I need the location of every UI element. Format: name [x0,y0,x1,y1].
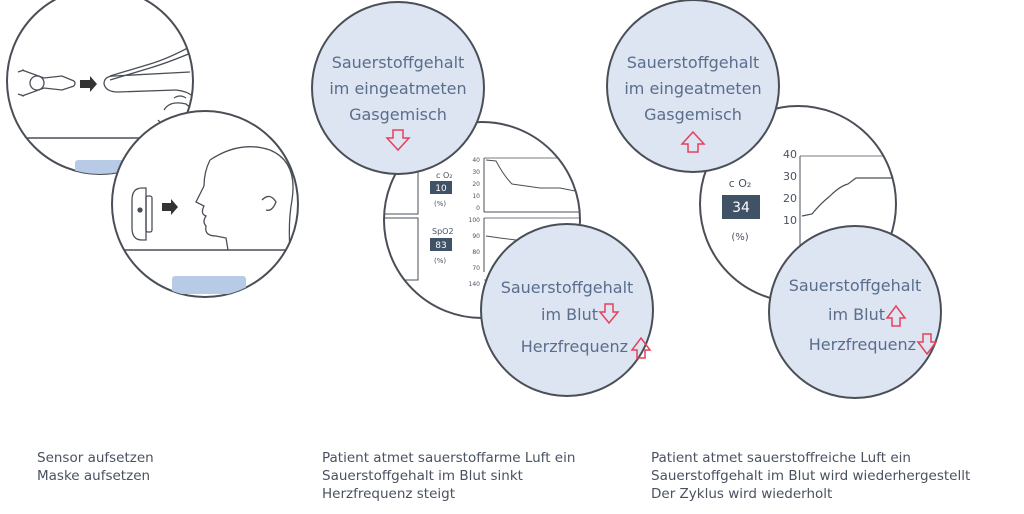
gas-bubble-line-1: Sauerstoffgehalt [332,53,465,72]
co2-tick-20: 20 [472,181,480,188]
hr-tick-140: 140 [469,281,481,288]
caption-line: Maske aufsetzen [37,468,151,484]
spo2-tick-90: 90 [472,233,480,240]
co2-trace [485,159,580,193]
caption-line: Patient atmet sauerstoffarme Luft ein [322,450,576,466]
blood-bubble-line-3: Herzfrequenz [521,337,628,356]
finger-icon [103,71,193,129]
tick-10: 10 [783,214,797,227]
co2-tick-40: 40 [472,157,480,164]
arrow-right-icon [80,76,97,92]
gas-bubble-line-3: Gasgemisch [644,105,742,124]
spo2-value-box [430,238,452,251]
blood-bubble-line-3: Herzfrequenz [809,335,916,354]
co2-label: c O₂ [436,171,452,180]
co2-tick-10: 10 [472,193,480,200]
blood-bubble-line-1: Sauerstoffgehalt [789,276,922,295]
panel-3: c O₂ 34 (%) 40 30 20 10 Sauerstoffgehalt… [606,0,942,399]
spo2-tick-80: 80 [472,249,480,256]
caption-line: Sensor aufsetzen [37,450,154,466]
head-profile-icon [195,146,294,251]
arrow-down-icon [916,333,938,356]
co2-value-box [722,195,760,219]
arrow-down-icon [598,303,620,325]
arrow-down-icon [385,129,411,152]
spo2-tick-100: 100 [469,217,481,224]
spo2-label: SpO2 [432,227,454,236]
mask-circle [111,110,299,298]
blood-oxygen-bubble: Sauerstoffgehalt im Blut Herzfrequenz [480,223,654,397]
blood-bubble-line-1: Sauerstoffgehalt [501,278,634,297]
gas-bubble-line-2: im eingeatmeten [329,79,466,98]
co2-tick-0: 0 [476,205,480,212]
co2-value-box [430,181,452,194]
tick-30: 30 [783,170,797,183]
panel-2-caption: Patient atmet sauerstoffarme Luft ein Sa… [322,449,575,503]
co2-value: 34 [732,200,750,216]
panel-1 [6,0,299,298]
caption-line: Herzfrequenz steigt [322,486,456,502]
spo2-value: 83 [435,241,446,251]
caption-line: Der Zyklus wird wiederholt [651,486,833,502]
arrow-up-icon [680,130,706,153]
co2-unit: (%) [731,232,748,243]
arrow-up-icon [630,336,652,359]
panel-1-caption: Sensor aufsetzen Maske aufsetzen [37,449,154,485]
co2-trace [801,177,896,217]
arrow-up-icon [885,304,907,327]
tick-20: 20 [783,192,797,205]
co2-unit: (%) [434,200,446,208]
arrow-right-icon [162,199,178,215]
caption-line: Sauerstoffgehalt im Blut sinkt [322,468,523,484]
blood-bubble-line-2: im Blut [541,305,598,324]
mask-icon [131,187,153,241]
spo2-unit: (%) [434,257,446,265]
co2-label: c O₂ [729,177,752,190]
panel-3-caption: Patient atmet sauerstoffreiche Luft ein … [651,449,970,503]
gas-bubble-line-1: Sauerstoffgehalt [627,53,760,72]
blood-oxygen-bubble: Sauerstoffgehalt im Blut Herzfrequenz [768,225,942,399]
panel-2: c O₂ 10 (%) SpO2 83 (%) 40 30 20 10 0 [311,1,654,397]
co2-value: 10 [435,184,447,194]
tick-40: 40 [783,148,797,161]
gas-oxygen-bubble: Sauerstoffgehalt im eingeatmeten Gasgemi… [606,0,780,173]
gas-oxygen-bubble: Sauerstoffgehalt im eingeatmeten Gasgemi… [311,1,485,175]
caption-line: Sauerstoffgehalt im Blut wird wiederherg… [651,468,971,484]
caption-line: Patient atmet sauerstoffreiche Luft ein [651,450,911,466]
pulse-oximeter-clip-icon [17,69,76,97]
gas-bubble-line-3: Gasgemisch [349,105,447,124]
spo2-tick-70: 70 [472,265,480,272]
gas-bubble-line-2: im eingeatmeten [624,79,761,98]
blood-bubble-line-2: im Blut [828,305,885,324]
co2-tick-30: 30 [472,169,480,176]
